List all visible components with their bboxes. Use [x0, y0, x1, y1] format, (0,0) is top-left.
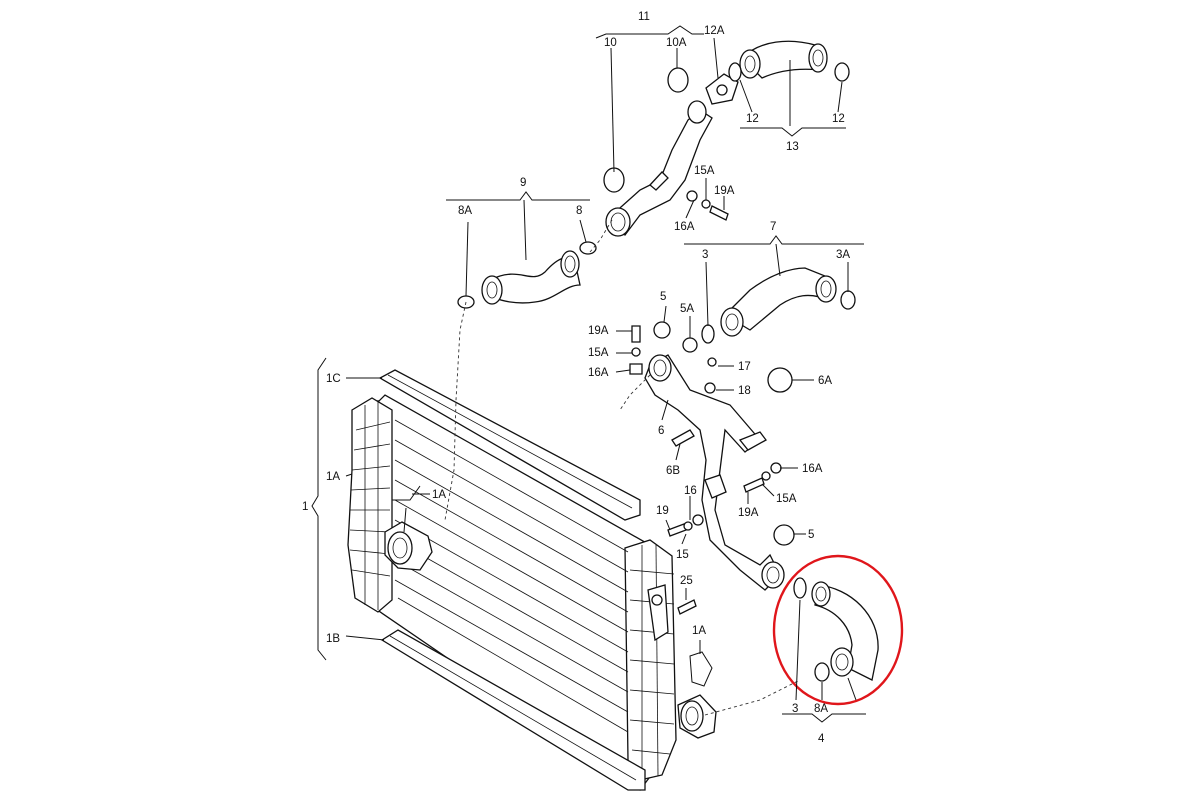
sensor-6a	[767, 367, 793, 393]
intercooler-outlet-port	[677, 694, 717, 739]
o-ring-8a-bottom	[814, 662, 830, 682]
seal-5a	[682, 337, 698, 353]
label-10a: 10A	[666, 37, 687, 49]
label-18: 18	[738, 385, 751, 397]
label-15a-right: 15A	[776, 493, 797, 505]
label-6b: 6B	[666, 465, 680, 477]
core-fins	[394, 419, 629, 733]
label-15a-left: 15A	[588, 347, 609, 359]
label-1c: 1C	[326, 373, 341, 385]
clamp-12a	[705, 73, 739, 105]
callout-labels: 11 10 10A 12A 12 12 13 9 8A 8 15A 19A 16…	[302, 11, 850, 745]
label-19a-left: 19A	[588, 325, 609, 337]
bolt-set-left	[629, 325, 717, 447]
label-19a-right: 19A	[738, 507, 759, 519]
label-4: 4	[818, 733, 825, 745]
label-19a-top: 19A	[714, 185, 735, 197]
label-1a-side: 1A	[326, 471, 340, 483]
label-1a-lower: 1A	[692, 625, 706, 637]
label-15: 15	[676, 549, 689, 561]
label-12-right: 12	[832, 113, 845, 125]
tank-grid	[349, 400, 675, 778]
label-19: 19	[656, 505, 669, 517]
intercooler-core	[364, 394, 656, 791]
label-17: 17	[738, 361, 751, 373]
bolt-set-right	[667, 462, 782, 615]
o-ring-8	[579, 241, 597, 255]
intercooler-left-tank	[347, 397, 393, 613]
seal-5-right	[773, 524, 795, 546]
o-ring-3-top	[701, 324, 715, 344]
charge-pipe-6	[644, 321, 795, 591]
leader-lines	[311, 25, 866, 723]
charge-hose-13	[728, 40, 850, 82]
label-6a: 6A	[818, 375, 832, 387]
label-1: 1	[302, 501, 308, 513]
label-16a-top: 16A	[674, 221, 695, 233]
seal-10a	[667, 67, 689, 93]
label-5-right: 5	[808, 529, 814, 541]
label-12a: 12A	[704, 25, 725, 37]
highlight-circle	[772, 554, 904, 706]
label-3-top: 3	[702, 249, 708, 261]
o-ring-12-right	[834, 62, 850, 82]
o-ring-3a	[840, 290, 856, 310]
label-7: 7	[770, 221, 776, 233]
label-12-left: 12	[746, 113, 759, 125]
label-16a-left: 16A	[588, 367, 609, 379]
o-ring-12-left	[728, 62, 742, 82]
label-8: 8	[576, 205, 582, 217]
label-9: 9	[520, 177, 526, 189]
charge-hose-9	[457, 241, 597, 309]
label-5a: 5A	[680, 303, 694, 315]
label-10: 10	[604, 37, 617, 49]
label-11: 11	[638, 11, 650, 23]
intercooler-inlet-port	[384, 521, 433, 571]
intercooler-assembly	[347, 369, 717, 791]
label-8a-bottom: 8A	[814, 703, 828, 715]
label-1b: 1B	[326, 633, 340, 645]
charge-hose-4	[793, 577, 879, 682]
label-3a: 3A	[836, 249, 850, 261]
label-1a-inner: 1A	[432, 489, 446, 501]
charge-pipe-11	[603, 67, 713, 237]
label-5-top: 5	[660, 291, 666, 303]
label-6: 6	[658, 425, 664, 437]
label-16a-right: 16A	[802, 463, 823, 475]
label-15a-top: 15A	[694, 165, 715, 177]
o-ring-3-bottom	[793, 577, 807, 599]
label-8a-top: 8A	[458, 205, 472, 217]
seal-5-top	[653, 321, 671, 339]
label-25: 25	[680, 575, 693, 587]
label-3-bottom: 3	[792, 703, 798, 715]
bolt-set-top	[686, 190, 729, 221]
top-rail	[378, 369, 641, 521]
label-13: 13	[786, 141, 799, 153]
label-16: 16	[684, 485, 697, 497]
charge-hose-7	[701, 267, 856, 344]
